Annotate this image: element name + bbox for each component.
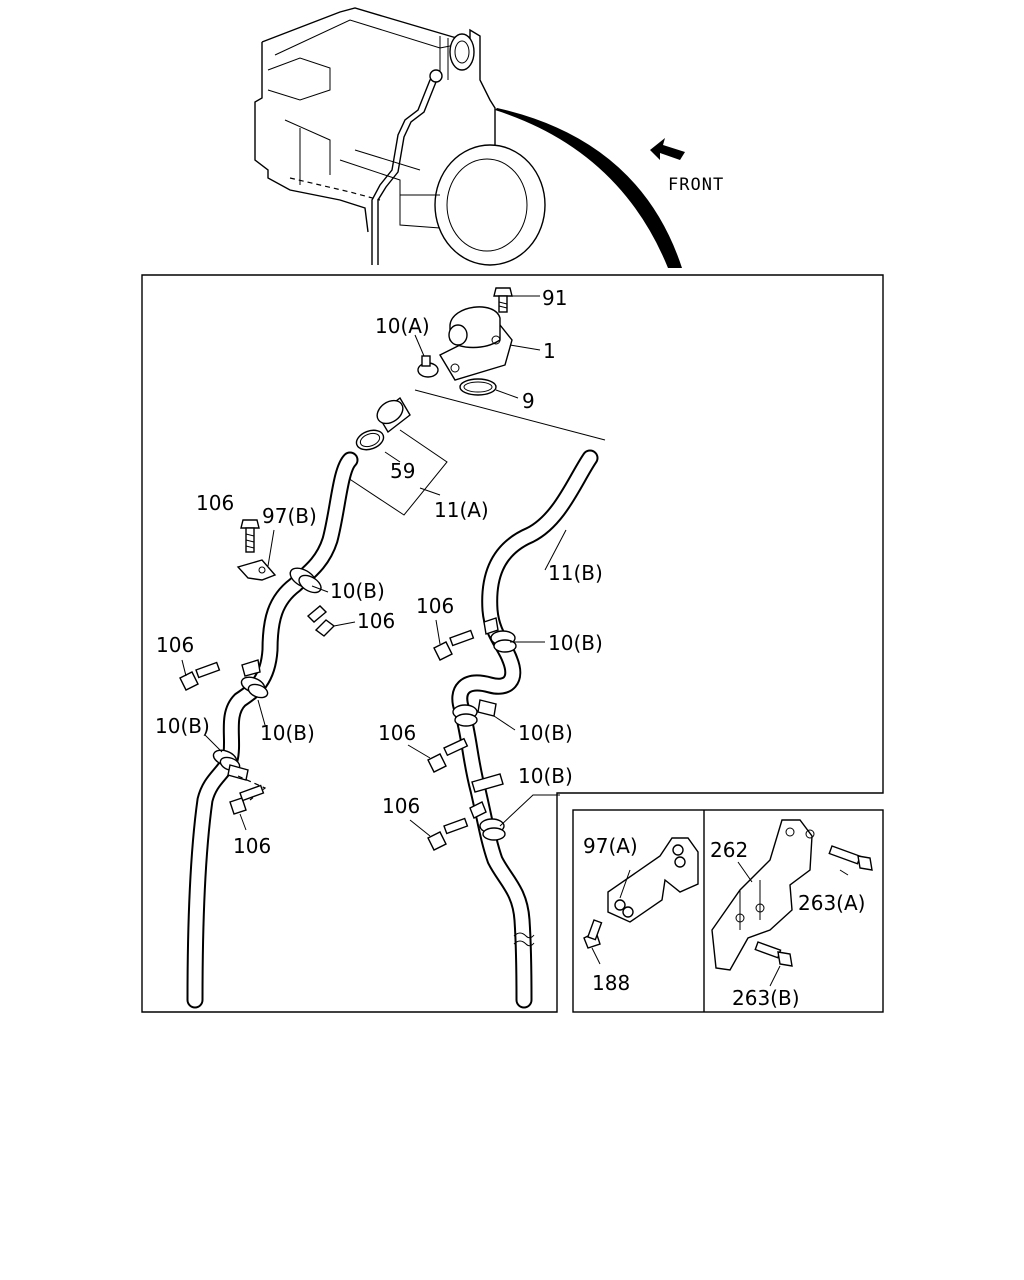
label-106-c: 106: [233, 834, 271, 858]
hose-fitting-59: [355, 396, 411, 451]
bolt-106-f: [409, 817, 469, 851]
engine-overview: [254, 7, 682, 268]
label-106-d: 106: [416, 594, 454, 618]
front-indicator: FRONT: [650, 138, 724, 195]
label-10b-c: 10(B): [155, 714, 210, 738]
label-97a: 97(A): [583, 834, 638, 858]
bolt-106-a: [306, 605, 356, 637]
label-59: 59: [390, 459, 415, 483]
bolt-91: [493, 287, 540, 313]
clamp-10b-upper-left: [289, 567, 322, 594]
bolt-188: [583, 919, 603, 965]
o-ring-9: [459, 378, 497, 396]
thermostat-housing: [439, 306, 513, 381]
label-97b: 97(B): [262, 504, 317, 528]
label-10b-d: 10(B): [548, 631, 603, 655]
label-11a: 11(A): [434, 498, 489, 522]
label-91: 91: [542, 286, 567, 310]
label-9: 9: [522, 389, 535, 413]
label-262: 262: [710, 838, 748, 862]
label-1: 1: [543, 339, 556, 363]
bolt-263a: [828, 845, 873, 876]
main-frame: [141, 274, 884, 1013]
label-263b: 263(B): [732, 986, 800, 1010]
label-106-f: 106: [382, 794, 420, 818]
bolt-106-d: [433, 619, 475, 661]
clamp-10b-mid-right: [452, 704, 478, 727]
inset-frame: [572, 809, 884, 1013]
label-106-top: 106: [196, 491, 234, 515]
bolt-106-e: [407, 737, 469, 773]
front-label: FRONT: [668, 175, 724, 195]
label-106-a: 106: [357, 609, 395, 633]
label-188: 188: [592, 971, 630, 995]
bracket-97b: [236, 559, 277, 581]
label-263a: 263(A): [798, 891, 865, 915]
clamp-10b-mid-left: [240, 676, 269, 699]
label-10b-b: 10(B): [260, 721, 315, 745]
label-10b-a: 10(B): [330, 579, 385, 603]
label-106-e: 106: [378, 721, 416, 745]
bolt-106-b: [179, 659, 221, 691]
label-106-b: 106: [156, 633, 194, 657]
bracket-97a: [607, 837, 699, 923]
label-10a: 10(A): [375, 314, 430, 338]
bolt-263b: [754, 941, 793, 987]
clamp-10a: [414, 334, 439, 378]
label-10b-e: 10(B): [518, 721, 573, 745]
label-11b: 11(B): [548, 561, 603, 585]
label-10b-f: 10(B): [518, 764, 573, 788]
callout-labels: 91 1 9 10(A) 59 11(A) 11(B) 97(B) 106 10…: [155, 286, 865, 1010]
clamp-10b-upper-right: [490, 630, 517, 653]
bolt-106-c: [229, 784, 265, 831]
bolt-106-top: [240, 519, 260, 553]
clamp-10b-lower-right: [479, 818, 506, 841]
bracket-262: [711, 819, 815, 971]
